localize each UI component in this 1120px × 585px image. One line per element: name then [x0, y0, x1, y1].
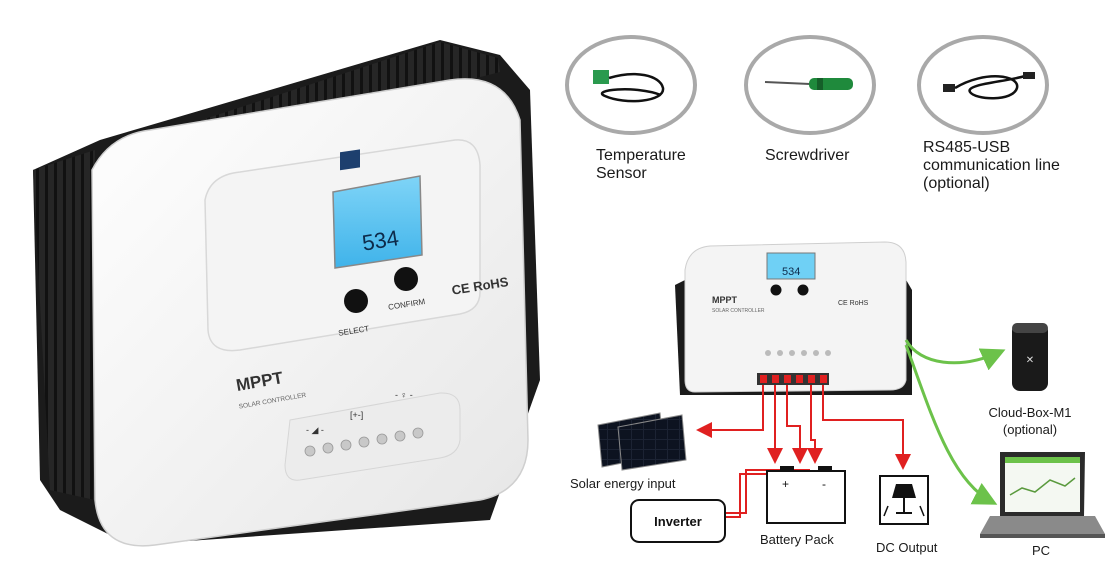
svg-text:[+-]: [+-] [350, 410, 363, 420]
battery-pack: + - [766, 466, 846, 524]
accessories-row [565, 35, 1049, 135]
cloud-box-device: ✕ [1012, 323, 1048, 391]
svg-text:✕: ✕ [1026, 355, 1034, 366]
mini-controller: 534 MPPT SOLAR CONTROLLER CE RoHS [675, 241, 912, 395]
usb-cable-icon [943, 72, 1035, 100]
svg-text:534: 534 [782, 266, 800, 278]
solar-label: Solar energy input [570, 476, 676, 491]
solar-panels [597, 412, 687, 471]
lcd-reading: 534 [360, 225, 400, 255]
red-wires [696, 385, 911, 518]
svg-text:+: + [782, 477, 789, 491]
pc-laptop-icon [980, 452, 1105, 538]
svg-text:MPPT: MPPT [712, 295, 738, 305]
inverter-label: Inverter [654, 514, 702, 529]
svg-text:CE RoHS: CE RoHS [838, 300, 869, 307]
terminal-panel [284, 392, 461, 481]
main-controller-illustration: 534 SELECT CONFIRM CE RoHS MPPT SOLAR CO… [33, 40, 540, 547]
inverter-box [630, 499, 726, 543]
screwdriver-icon [764, 78, 853, 90]
svg-text:SOLAR CONTROLLER: SOLAR CONTROLLER [712, 308, 765, 314]
temperature-sensor-frame [565, 35, 697, 135]
battery-label: Battery Pack [760, 532, 834, 547]
confirm-button [394, 267, 418, 291]
green-wires [904, 339, 1006, 505]
dc-output-label: DC Output [876, 540, 938, 555]
cloud-box-label: Cloud-Box-M1 [988, 405, 1071, 420]
svg-text:- ♀ -: - ♀ - [395, 390, 413, 400]
temperature-sensor-icon [593, 70, 665, 103]
cloud-box-optional: (optional) [1003, 422, 1057, 437]
screwdriver-label: Screwdriver [765, 147, 850, 164]
lcd-screen [332, 175, 423, 269]
svg-text:- ◢ -: - ◢ - [306, 425, 324, 435]
mini-lcd [766, 252, 816, 280]
svg-text:-: - [822, 477, 826, 491]
dc-output-lamp-icon [879, 475, 929, 525]
pc-label: PC [1032, 543, 1050, 558]
terminal-block [757, 373, 829, 385]
select-button [344, 289, 368, 313]
wiring-diagram: 534 MPPT SOLAR CONTROLLER CE RoHS Solar … [570, 241, 1105, 558]
